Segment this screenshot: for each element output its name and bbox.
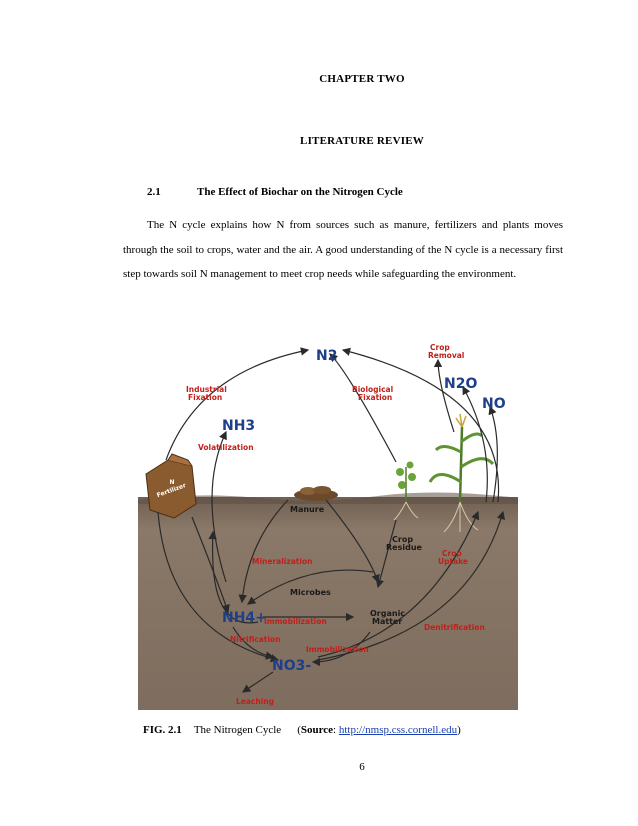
source-label: Source — [300, 724, 334, 736]
fertilizer-bag-icon — [145, 453, 197, 519]
label-industrial-fixation-2: Fixation — [188, 393, 222, 402]
nitrogen-cycle-figure: N Fertilizer — [138, 332, 518, 710]
label-leaching: Leaching — [236, 697, 274, 706]
subsection-heading: 2.1 The Effect of Biochar on the Nitrogen… — [147, 186, 403, 198]
label-n2: N2 — [316, 348, 337, 364]
label-no: NO — [482, 396, 506, 412]
page-number: 6 — [359, 761, 365, 773]
label-mineralization: Mineralization — [252, 557, 312, 566]
body-paragraph: The N cycle explains how N from sources … — [123, 213, 563, 287]
label-crop-residue-2: Residue — [386, 543, 423, 552]
figure-title: The Nitrogen Cycle — [193, 724, 282, 736]
source-link[interactable]: http://nmsp.css.cornell.edu — [338, 724, 458, 736]
label-crop-residue: Crop — [392, 535, 413, 544]
paragraph-text: The N cycle explains how N from sources … — [123, 219, 563, 281]
label-denitrification: Denitrification — [424, 623, 485, 632]
subsection-title: The Effect of Biochar on the Nitrogen Cy… — [197, 186, 403, 198]
label-immobilization-2: Immobilization — [306, 645, 369, 654]
fertilizer-label-n: N — [169, 479, 174, 486]
label-nh3: NH3 — [222, 418, 255, 434]
label-manure: Manure — [290, 505, 325, 514]
figure-number: FIG. 2.1 — [143, 724, 182, 736]
label-microbes: Microbes — [290, 588, 331, 597]
label-nh4: NH4+ — [222, 610, 267, 626]
label-organic-matter: Organic — [370, 609, 405, 618]
label-crop-uptake: Crop — [442, 549, 462, 558]
label-organic-matter-2: Matter — [372, 617, 402, 626]
subsection-number: 2.1 — [147, 186, 161, 198]
nitrogen-cycle-diagram: N Fertilizer — [138, 343, 518, 710]
label-crop-removal: Crop — [430, 343, 450, 352]
label-biological-fixation-2: Fixation — [358, 393, 392, 402]
chapter-title: CHAPTER TWO — [319, 73, 405, 85]
section-title: LITERATURE REVIEW — [300, 135, 424, 147]
label-nitrification: Nitrification — [230, 635, 280, 644]
label-crop-uptake-2: Uptake — [438, 557, 468, 566]
corn-plant-icon — [428, 413, 495, 533]
legume-plant-icon — [393, 461, 419, 521]
label-crop-removal-2: Removal — [428, 351, 464, 360]
label-industrial-fixation: Industrial — [186, 385, 227, 394]
label-no3: NO3- — [272, 658, 311, 674]
label-biological-fixation: Biological — [352, 385, 393, 394]
label-volatilization: Volatilization — [198, 443, 254, 452]
label-n2o: N2O — [444, 376, 477, 392]
soil-layer — [138, 497, 518, 710]
label-immobilization: Immobilization — [264, 617, 327, 626]
manure-pile-icon — [294, 486, 338, 501]
